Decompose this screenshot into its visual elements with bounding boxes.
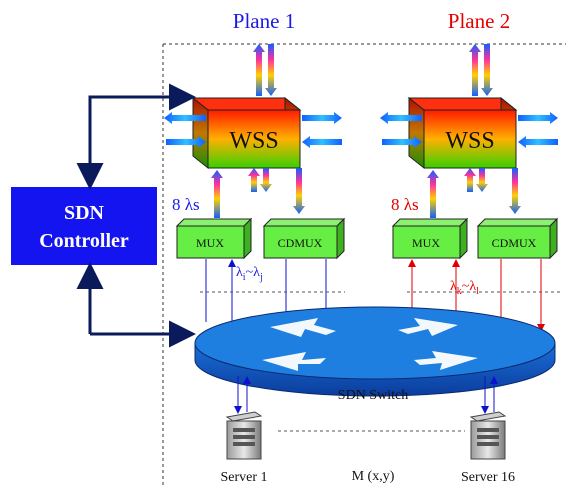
wss-2-label: WSS [445,128,494,154]
wss-1-top-out-arrow [253,44,265,96]
mux-2: MUX [391,217,469,260]
server-1-label: Server 1 [220,470,267,485]
cdmux-1: CDMUX [262,217,346,260]
sdn-controller: SDN Controller [11,187,157,265]
mux-1-label: MUX [196,236,224,250]
wss-1-mux-up-arrow [211,170,223,218]
wss-2-bottom-down-arrow-b [509,168,521,214]
wss-1-bottom-down-arrow-b [293,168,305,214]
wss-1-bottom-down-arrow-a [260,168,272,192]
wavelength-range-plane-1: λi~λj [236,265,263,283]
wss-2-bottom-up-arrow-a [464,168,476,192]
wss-2-mux-up-arrow [427,170,439,218]
wss-2-right-out-arrow [518,112,558,124]
lambda-count-plane-1: 8 λs [172,195,200,214]
wss-1: WSS [191,96,302,170]
mux-2-label: MUX [412,236,440,250]
sdn-switch-label: SDN Switch [338,388,408,403]
wss-2: WSS [407,96,518,170]
mux-1: MUX [175,217,253,260]
cdmux-1-label: CDMUX [278,236,323,250]
wavelength-range-plane-2: λk~λl [450,279,479,297]
cdmux-2-label: CDMUX [492,236,537,250]
wss-1-bottom-up-arrow-a [248,168,260,192]
wss-2-top-in-arrow [481,44,493,96]
wss-1-right-in-arrow [302,136,342,148]
sdn-switch: SDN Switch [194,306,556,403]
controller-label-line-1: SDN [64,202,105,224]
wss-1-right-out-arrow [302,112,342,124]
wss-2-right-in-arrow [518,136,558,148]
wss-1-top-in-arrow [265,44,277,96]
server-1: Server 1 [220,411,268,485]
wss-2-left-out-arrow [380,112,422,124]
matrix-label: M (x,y) [352,469,395,484]
wss-port-arrows [164,44,558,218]
server-16: Server 16 [461,411,515,485]
datacenter-boundary [162,43,566,486]
wss-2-left-in-arrow [382,136,422,148]
lambda-count-plane-2: 8 λs [391,195,419,214]
controller-links [76,83,196,348]
cdmux-2: CDMUX [476,217,559,260]
wss-1-left-out-arrow [164,112,206,124]
wss-2-bottom-down-arrow-a [476,168,488,192]
wss-1-label: WSS [229,128,278,154]
plane-1-title: Plane 1 [233,9,295,33]
plane-2-title: Plane 2 [448,9,510,33]
wss-2-top-out-arrow [469,44,481,96]
server-16-label: Server 16 [461,470,515,485]
controller-label-line-2: Controller [39,230,129,252]
server-links [234,376,498,414]
wss-1-left-in-arrow [166,136,206,148]
